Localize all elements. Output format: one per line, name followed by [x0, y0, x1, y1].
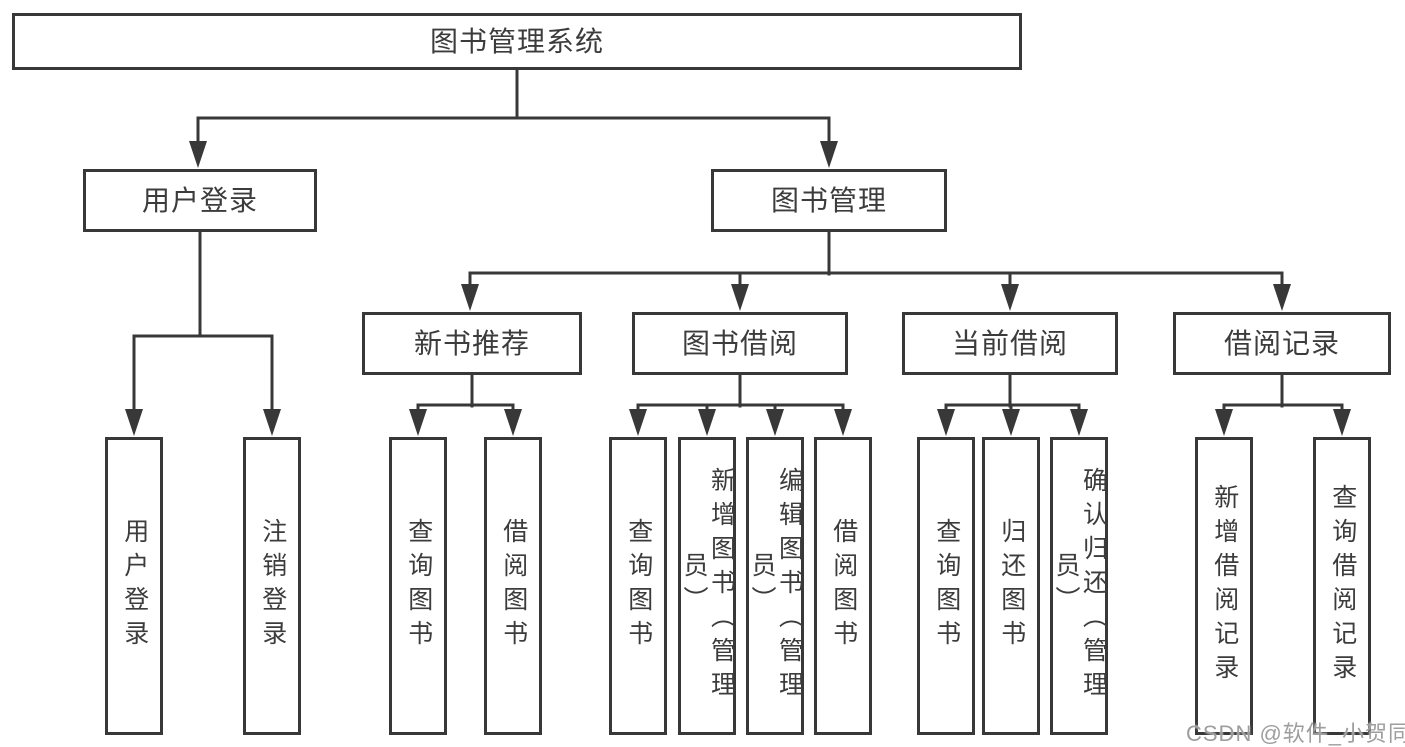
- node-book-borrowing: 图书借阅: [632, 312, 848, 375]
- node-current-borrowing: 当前借阅: [902, 312, 1118, 375]
- node-book-management: 图书管理: [711, 169, 947, 232]
- leaf-borrow-books-recommend: 借阅图书: [484, 437, 542, 735]
- node-borrowing-records: 借阅记录: [1173, 312, 1391, 375]
- leaf-user-login: 用户登录: [105, 437, 163, 735]
- leaf-query-books-recommend: 查询图书: [389, 437, 447, 735]
- leaf-query-books-borrowing: 查询图书: [609, 437, 667, 735]
- leaf-add-borrow-record: 新增借阅记录: [1195, 437, 1253, 735]
- leaf-query-borrow-record: 查询借阅记录: [1313, 437, 1371, 735]
- leaf-borrow-books-borrowing: 借阅图书: [814, 437, 872, 735]
- leaf-confirm-return-admin: 确认归还（管理员）: [1050, 437, 1108, 735]
- node-user-login: 用户登录: [83, 169, 317, 232]
- node-library-management-system: 图书管理系统: [12, 13, 1022, 70]
- leaf-add-books-admin: 新增图书（管理员）: [678, 437, 736, 735]
- leaf-logout: 注销登录: [243, 437, 301, 735]
- node-new-book-recommendation: 新书推荐: [362, 312, 582, 375]
- leaf-return-books: 归还图书: [982, 437, 1040, 735]
- leaf-query-books-current: 查询图书: [917, 437, 975, 735]
- leaf-edit-books-admin: 编辑图书（管理员）: [746, 437, 804, 735]
- csdn-watermark: CSDN @软件_小贺同学: [1186, 721, 1405, 746]
